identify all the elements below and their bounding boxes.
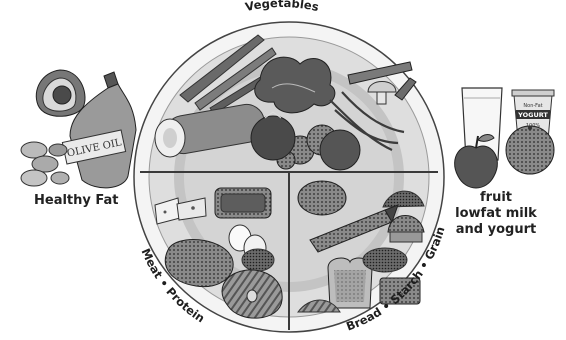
steak-icon [215,188,271,218]
yogurt-name: YOGURT [517,111,548,119]
yogurt-brand: Non-Fat [523,103,542,109]
milk-label-line: lowfat milk [446,206,546,222]
potato-icon [298,181,346,215]
avocado-icon [36,70,85,116]
yogurt-label-line: and yogurt [446,222,546,238]
healthy-fat-label: Healthy Fat [34,193,119,209]
orange-icon [506,126,554,174]
beans-pile-icon [242,249,274,271]
fruit-dairy-group: Non-Fat YOGURT 100% [455,88,554,188]
fruit-dairy-label: fruit lowfat milk and yogurt [446,190,546,238]
healthy-fat-group: OLIVE OIL [21,70,136,188]
peas-icon [363,248,407,272]
nuts-icon [21,142,69,186]
vegetables-label: Vegetables [244,0,320,14]
fruit-label-line: fruit [446,190,546,206]
